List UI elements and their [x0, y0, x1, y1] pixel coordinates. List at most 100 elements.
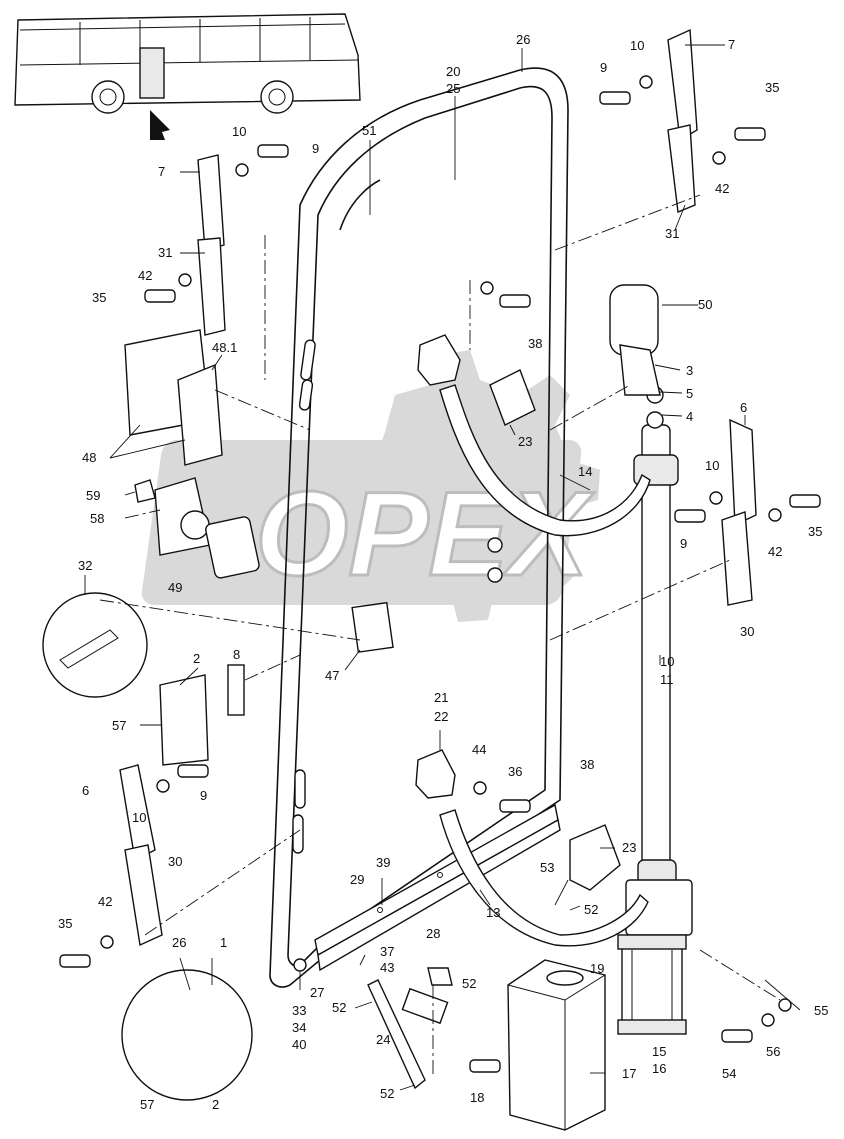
label-17: 17	[622, 1066, 636, 1081]
label-35: 35	[765, 80, 779, 95]
label-10-shaft: 10	[660, 654, 674, 669]
arrow-icon	[150, 110, 170, 140]
hinge-top-right	[609, 28, 698, 396]
label-9d: 9	[200, 788, 207, 803]
label-18: 18	[470, 1090, 484, 1105]
label-38b: 38	[580, 757, 594, 772]
label-6: 6	[740, 400, 747, 415]
label-26b: 26	[172, 935, 186, 950]
label-42c: 42	[138, 268, 152, 283]
label-7: 7	[728, 37, 735, 52]
label-11: 11	[660, 672, 674, 687]
hinge-right-mid	[721, 418, 757, 606]
label-53: 53	[540, 860, 554, 875]
label-2: 2	[193, 651, 200, 666]
watermark-text: OPEX	[255, 467, 595, 601]
label-31b: 31	[158, 245, 172, 260]
label-10c: 10	[232, 124, 246, 139]
label-28: 28	[426, 926, 440, 941]
label-10: 10	[630, 38, 644, 53]
detail-circle-26	[121, 969, 253, 1101]
label-39: 39	[376, 855, 390, 870]
label-14: 14	[578, 464, 592, 479]
label-51: 51	[362, 123, 376, 138]
assembly-lines	[99, 194, 781, 1075]
label-42b: 42	[768, 544, 782, 559]
leader-lines	[84, 44, 801, 1091]
label-40: 40	[292, 1037, 306, 1052]
label-52c: 52	[332, 1000, 346, 1015]
callout-labels: 26 20 25 51 10 9 7 35 42 31 50 3 5 4 6 1…	[58, 32, 828, 1112]
label-16: 16	[652, 1061, 666, 1076]
label-32: 32	[78, 558, 92, 573]
label-24: 24	[376, 1032, 390, 1047]
label-29: 29	[350, 872, 364, 887]
label-42d: 42	[98, 894, 112, 909]
hinge-left-bottom	[119, 764, 163, 947]
label-9: 9	[600, 60, 607, 75]
label-33: 33	[292, 1003, 306, 1018]
label-52: 52	[584, 902, 598, 917]
label-48-1: 48.1	[212, 340, 237, 355]
label-30b: 30	[168, 854, 182, 869]
label-43: 43	[380, 960, 394, 975]
label-35b: 35	[808, 524, 822, 539]
label-22: 22	[434, 709, 448, 724]
label-23: 23	[518, 434, 532, 449]
label-35c: 35	[92, 290, 106, 305]
label-44: 44	[472, 742, 486, 757]
label-4: 4	[686, 409, 693, 424]
label-25: 25	[446, 81, 460, 96]
bus-thumbnail	[14, 13, 361, 140]
label-1: 1	[220, 935, 227, 950]
label-47: 47	[325, 668, 339, 683]
hinge-top-left	[197, 154, 226, 336]
door-panel	[269, 67, 569, 988]
label-38: 38	[528, 336, 542, 351]
label-52d: 52	[380, 1086, 394, 1101]
label-36: 36	[508, 764, 522, 779]
label-55: 55	[814, 1003, 828, 1018]
label-58: 58	[90, 511, 104, 526]
label-6b: 6	[82, 783, 89, 798]
label-3: 3	[686, 363, 693, 378]
label-57: 57	[112, 718, 126, 733]
bottom-rail	[314, 803, 561, 972]
label-59: 59	[86, 488, 100, 503]
label-5: 5	[686, 386, 693, 401]
cover-box	[507, 959, 606, 1131]
detail-circle-32	[42, 592, 148, 698]
label-8: 8	[233, 647, 240, 662]
vertical-shaft	[625, 386, 693, 936]
lock-parts	[42, 329, 394, 1101]
watermark: OPEX	[141, 350, 600, 622]
label-49: 49	[168, 580, 182, 595]
label-52b: 52	[462, 976, 476, 991]
label-56: 56	[766, 1044, 780, 1059]
label-19: 19	[590, 961, 604, 976]
screws	[59, 75, 821, 1073]
label-20: 20	[446, 64, 460, 79]
label-21: 21	[434, 690, 448, 705]
label-9b: 9	[680, 536, 687, 551]
label-23b: 23	[622, 840, 636, 855]
label-7b: 7	[158, 164, 165, 179]
label-2b: 2	[212, 1097, 219, 1112]
label-54: 54	[722, 1066, 736, 1081]
label-57b: 57	[140, 1097, 154, 1112]
label-10d: 10	[132, 810, 146, 825]
cylinder	[617, 934, 687, 1035]
upper-arm	[417, 334, 651, 537]
label-9c: 9	[312, 141, 319, 156]
label-35d: 35	[58, 916, 72, 931]
bottom-links	[367, 967, 453, 1090]
label-10b: 10	[705, 458, 719, 473]
label-26: 26	[516, 32, 530, 47]
label-13: 13	[486, 905, 500, 920]
label-42: 42	[715, 181, 729, 196]
label-30: 30	[740, 624, 754, 639]
lower-arm	[415, 749, 649, 947]
label-48: 48	[82, 450, 96, 465]
